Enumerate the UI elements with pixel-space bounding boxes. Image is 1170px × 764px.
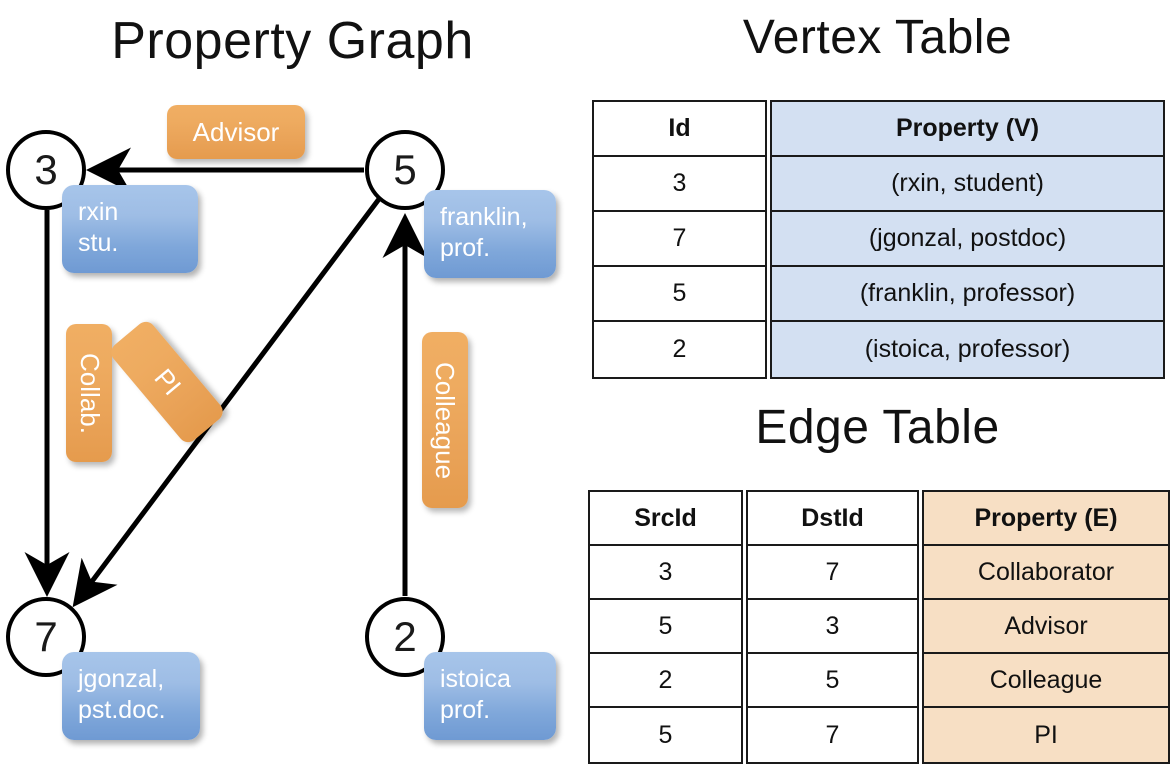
table-row: 3: [594, 157, 765, 212]
node-property-box-5: franklin, prof.: [424, 190, 556, 278]
graph-edges-layer: [24, 147, 428, 608]
edge-table-header-srcid: SrcId: [590, 492, 741, 546]
table-row: 5: [748, 654, 917, 708]
table-row: PI: [1034, 720, 1058, 749]
node-property-box-2-line1: istoica: [440, 665, 511, 693]
table-row: Collaborator: [924, 546, 1168, 600]
vertex-table-header-id: Id: [594, 102, 765, 157]
page-title-property-graph: Property Graph: [111, 12, 474, 70]
graph-node-2-label: 2: [393, 613, 417, 660]
edge-table-header-property: Property (E): [924, 492, 1168, 546]
graph-node-5[interactable]: 5: [365, 130, 445, 210]
graph-node-5-label: 5: [393, 146, 417, 193]
table-row: 5: [658, 720, 673, 749]
node-property-box-7-line2: pst.doc.: [78, 696, 166, 724]
property-graph-panel: Property Graph 3 5 7 2 rxin stu. frankli…: [0, 0, 585, 760]
node-property-box-3-line1: rxin: [78, 198, 119, 226]
edge-label-advisor: Advisor: [167, 105, 305, 159]
table-row: (jgonzal, postdoc): [772, 212, 1163, 267]
vertex-table-column-id: Id 3 7 5 2: [592, 100, 767, 379]
table-row: Colleague: [924, 654, 1168, 708]
table-row: Advisor: [924, 600, 1168, 654]
node-property-box-5-line1: franklin,: [440, 203, 528, 231]
edge-label-colleague: Colleague: [422, 332, 468, 508]
vertex-table-column-property: Property (V) (rxin, student) (jgonzal, p…: [770, 100, 1165, 379]
table-row: (rxin, student): [772, 157, 1163, 212]
node-property-box-2-line2: prof.: [440, 696, 491, 724]
edge-line-5-to-7: [72, 197, 381, 608]
node-property-box-3-line2: stu.: [78, 229, 119, 257]
node-property-box-7-line1: jgonzal,: [78, 665, 165, 693]
vertex-table: Id 3 7 5 2 Property (V) (rxin, student) …: [592, 100, 1165, 379]
table-row: 7: [825, 720, 840, 749]
table-row: 7: [594, 212, 765, 267]
edge-table: SrcId 3 5 2 5 DstId 7 3 5 7 Property (E)…: [588, 490, 1170, 764]
node-property-box-5-line2: prof.: [440, 234, 491, 262]
edge-label-collab-text: Collab.: [74, 352, 105, 434]
table-row: 2: [590, 654, 741, 708]
graph-node-2[interactable]: 2: [365, 597, 445, 677]
table-row: 5: [590, 600, 741, 654]
vertex-table-header-property: Property (V): [772, 102, 1163, 157]
table-row: 7: [748, 546, 917, 600]
table-row: (franklin, professor): [772, 267, 1163, 322]
edge-label-advisor-text: Advisor: [192, 116, 280, 147]
node-property-box-2: istoica prof.: [424, 652, 556, 740]
edge-table-column-dstid: DstId 7 3 5 7: [746, 490, 919, 764]
table-row: 3: [748, 600, 917, 654]
table-row: (istoica, professor): [864, 335, 1071, 363]
edge-label-pi-text: PI: [147, 362, 187, 401]
edge-table-column-srcid: SrcId 3 5 2 5: [588, 490, 743, 764]
edge-label-colleague-text: Colleague: [430, 361, 461, 479]
graph-node-7-label: 7: [34, 613, 58, 660]
graph-node-3-label: 3: [34, 146, 58, 193]
page-title-edge-table: Edge Table: [755, 401, 1000, 454]
edge-table-column-property: Property (E) Collaborator Advisor Collea…: [922, 490, 1170, 764]
table-row: 5: [594, 267, 765, 322]
edge-label-collab: Collab.: [66, 324, 112, 462]
table-row: 3: [590, 546, 741, 600]
node-property-box-3: rxin stu.: [62, 185, 198, 273]
table-row: 2: [672, 335, 687, 363]
page-title-vertex-table: Vertex Table: [742, 11, 1013, 64]
node-property-box-7: jgonzal, pst.doc.: [62, 652, 200, 740]
edge-table-header-dstid: DstId: [748, 492, 917, 546]
